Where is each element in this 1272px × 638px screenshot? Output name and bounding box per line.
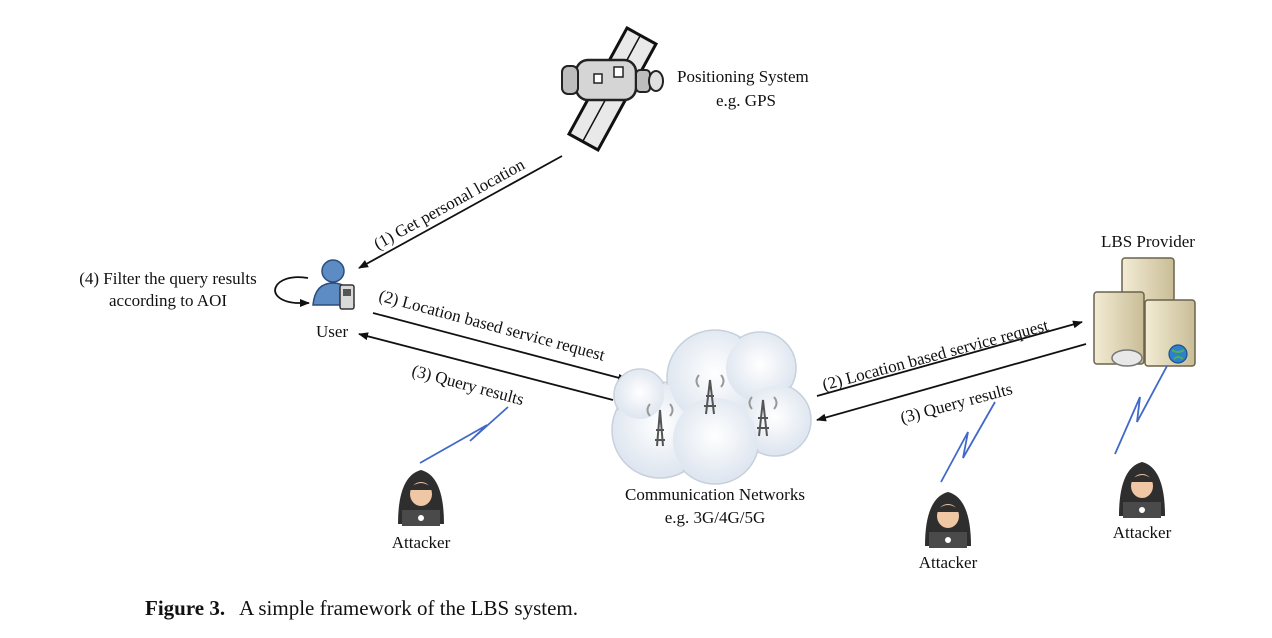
attacker-label: Attacker [391,533,451,552]
filter-loop-arrow [274,276,310,307]
tower-icon [695,374,725,415]
attacker-label: Attacker [1112,523,1172,542]
arrow-user-request [372,312,628,382]
user-icon [312,259,355,310]
lbs-provider-title: LBS Provider [1101,232,1195,251]
satellite-icon [561,25,664,153]
wireless-signal-icon [1114,365,1168,455]
arrow-provider-request [816,320,1083,397]
tower-icon [748,396,778,437]
tower-icon [646,403,674,447]
figure-caption-label: Figure 3. [145,596,226,620]
attacker-label: Attacker [918,553,978,572]
network-example: e.g. 3G/4G/5G [664,508,766,527]
arrow-user-results [358,332,614,401]
network-cloud-icon [611,329,812,485]
attacker-icon [1119,462,1165,518]
attacker-icon [925,492,971,548]
filter-label-line2: according to AOI [108,291,228,310]
figure-caption-text: A simple framework of the LBS system. [239,596,578,620]
user-label: User [316,322,349,341]
wireless-signal-icon [419,406,509,464]
network-title: Communication Networks [625,485,805,504]
wireless-signal-icon [940,401,996,483]
positioning-system-example: e.g. GPS [716,91,776,110]
arrow-provider-results [816,343,1087,422]
filter-label-line1: (4) Filter the query results [79,269,257,288]
positioning-system-title: Positioning System [677,67,809,86]
server-icon [1093,257,1196,367]
figure-caption: Figure 3. A simple framework of the LBS s… [145,596,578,621]
arrow-get-location [358,155,563,269]
attacker-icon [398,470,444,526]
